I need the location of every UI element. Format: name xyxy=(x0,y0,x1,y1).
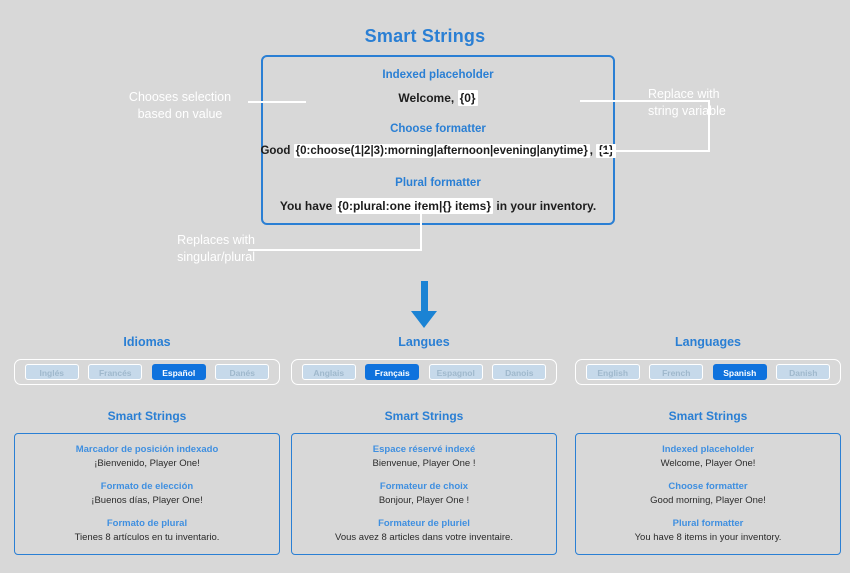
result-label-plural: Plural formatter xyxy=(672,518,744,529)
language-button-spanish[interactable]: Spanish xyxy=(712,364,767,380)
result-label-choose: Formato de elección xyxy=(100,481,194,492)
result-title: Smart Strings xyxy=(384,409,464,423)
callout-chooses-selection-line2: based on value xyxy=(137,107,223,121)
plural-formatter-template: You have {0:plural:one item|{} items} in… xyxy=(261,198,615,214)
result-label-indexed: Indexed placeholder xyxy=(662,444,754,455)
language-button-francais[interactable]: Français xyxy=(365,364,420,380)
result-title: Smart Strings xyxy=(668,409,748,423)
result-value-indexed: Bienvenue, Player One ! xyxy=(372,458,476,469)
language-selector-bar[interactable]: Inglés Francés Español Danés xyxy=(14,359,280,385)
language-button-frances[interactable]: Francés xyxy=(88,364,143,380)
result-label-plural: Formateur de pluriel xyxy=(378,518,470,529)
result-value-indexed: ¡Bienvenido, Player One! xyxy=(94,458,200,469)
callout-line-right-top-vertical xyxy=(708,100,710,152)
choose-formatter-label: Choose formatter xyxy=(390,123,486,135)
language-button-french[interactable]: French xyxy=(649,364,704,380)
choose-formatter-token: {0:choose(1|2|3):morning|afternoon|eveni… xyxy=(293,144,590,158)
callout-line-right-top-lower xyxy=(596,150,710,152)
callout-replaces-singular-plural: Replaces with singular/plural xyxy=(110,232,255,266)
language-selector-title: Languages xyxy=(675,335,741,349)
callout-replaces-line2: singular/plural xyxy=(177,250,255,264)
language-button-espanol[interactable]: Español xyxy=(151,364,206,380)
callout-line-left-top xyxy=(248,101,306,103)
down-arrow-icon xyxy=(411,311,437,328)
language-column-french: Langues Anglais Français Espagnol Danois… xyxy=(291,335,557,555)
language-column-english: Languages English French Spanish Danish … xyxy=(575,335,841,555)
indexed-placeholder-template: Welcome, {0} xyxy=(261,90,615,106)
language-button-ingles[interactable]: Inglés xyxy=(24,364,79,380)
language-button-english[interactable]: English xyxy=(585,364,640,380)
result-value-indexed: Welcome, Player One! xyxy=(660,458,756,469)
callout-line-right-top-upper xyxy=(580,100,710,102)
language-selector-bar[interactable]: English French Spanish Danish xyxy=(575,359,841,385)
result-label-plural: Formato de plural xyxy=(106,518,188,529)
callout-replace-with-string-variable: Replace with string variable xyxy=(648,86,818,120)
result-label-choose: Choose formatter xyxy=(668,481,748,492)
language-column-spanish: Idiomas Inglés Francés Español Danés Sma… xyxy=(14,335,280,555)
result-label-indexed: Marcador de posición indexado xyxy=(75,444,219,455)
result-value-choose: ¡Buenos días, Player One! xyxy=(91,495,203,506)
indexed-placeholder-token: {0} xyxy=(457,90,478,106)
result-value-plural: Vous avez 8 articles dans votre inventai… xyxy=(335,532,513,543)
result-card: Espace réservé indexé Bienvenue, Player … xyxy=(291,433,557,555)
result-label-choose: Formateur de choix xyxy=(379,481,469,492)
choose-formatter-prefix: Good xyxy=(260,145,294,157)
result-card: Marcador de posición indexado ¡Bienvenid… xyxy=(14,433,280,555)
callout-replace-line1: Replace with xyxy=(648,87,720,101)
plural-formatter-label: Plural formatter xyxy=(395,177,481,189)
callout-replace-line2: string variable xyxy=(648,104,726,118)
result-value-plural: Tienes 8 artículos en tu inventario. xyxy=(74,532,220,543)
result-card: Indexed placeholder Welcome, Player One!… xyxy=(575,433,841,555)
result-value-plural: You have 8 items in your inventory. xyxy=(634,532,782,543)
language-button-anglais[interactable]: Anglais xyxy=(301,364,356,380)
callout-replaces-line1: Replaces with xyxy=(177,233,255,247)
language-selector-title: Langues xyxy=(398,335,450,349)
plural-formatter-token: {0:plural:one item|{} items} xyxy=(335,198,494,214)
indexed-placeholder-label: Indexed placeholder xyxy=(382,69,494,81)
result-title: Smart Strings xyxy=(107,409,187,423)
callout-line-bottom-horizontal xyxy=(248,249,422,251)
plural-formatter-prefix: You have xyxy=(279,199,336,213)
choose-formatter-template: Good {0:choose(1|2|3):morning|afternoon|… xyxy=(236,144,640,158)
result-value-choose: Bonjour, Player One ! xyxy=(378,495,470,506)
language-selector-title: Idiomas xyxy=(123,335,171,349)
callout-chooses-selection-line1: Chooses selection xyxy=(128,90,232,104)
language-button-danes[interactable]: Danés xyxy=(215,364,270,380)
language-button-danois[interactable]: Danois xyxy=(492,364,547,380)
language-button-danish[interactable]: Danish xyxy=(776,364,831,380)
choose-formatter-mid: , xyxy=(589,145,597,157)
indexed-placeholder-prefix: Welcome, xyxy=(398,91,458,105)
language-button-espagnol[interactable]: Espagnol xyxy=(428,364,483,380)
language-selector-bar[interactable]: Anglais Français Espagnol Danois xyxy=(291,359,557,385)
page-title: Smart Strings xyxy=(364,26,486,46)
callout-chooses-selection: Chooses selection based on value xyxy=(100,89,260,123)
result-label-indexed: Espace réservé indexé xyxy=(372,444,476,455)
result-value-choose: Good morning, Player One! xyxy=(650,495,766,506)
down-arrow-shaft xyxy=(421,281,428,315)
plural-formatter-suffix: in your inventory. xyxy=(493,199,597,213)
callout-line-bottom-vertical xyxy=(420,208,422,250)
smart-strings-template-panel xyxy=(261,55,615,225)
